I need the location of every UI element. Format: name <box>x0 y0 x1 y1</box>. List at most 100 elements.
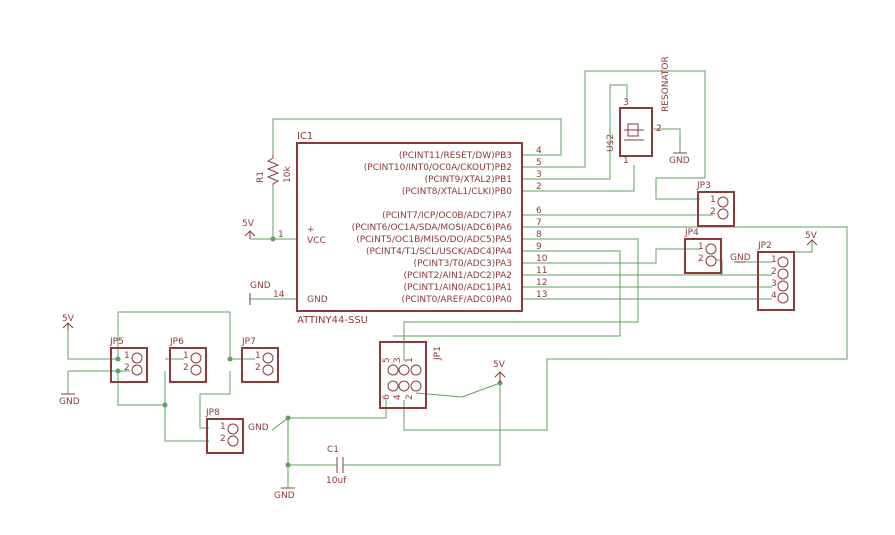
svg-text:1: 1 <box>124 351 130 361</box>
ic1-pin-num: 4 <box>536 146 542 156</box>
ic1-pin-num: 3 <box>536 170 542 180</box>
svg-text:1: 1 <box>710 195 716 205</box>
ic1-pin-label: (PCINT11/RESET/DW)PB3 <box>399 151 512 161</box>
ic1-pin-label: (PCINT5/OC1B/MISO/DO/ADC5)PA5 <box>356 235 512 245</box>
ic1-pin-label: (PCINT0/AREF/ADC0)PA0 <box>401 295 512 305</box>
svg-text:1: 1 <box>771 255 777 265</box>
ic1-pin-label: (PCINT7/ICP/OC0B/ADC7)PA7 <box>382 211 512 221</box>
junctions <box>115 236 503 468</box>
svg-text:2: 2 <box>710 207 716 217</box>
svg-text:2: 2 <box>220 434 226 444</box>
net-wires <box>67 70 848 488</box>
jp1-name: JP1 <box>433 346 443 361</box>
gnd-symbol: GND <box>730 253 751 263</box>
ic1-pin-num: 11 <box>536 266 547 276</box>
v5-symbol: 5V <box>242 219 256 239</box>
v5-symbol: 5V <box>62 314 75 330</box>
jp3-name: JP3 <box>696 181 711 191</box>
c1-name: C1 <box>327 445 339 455</box>
gnd-symbol: GND <box>249 281 271 305</box>
jp2-header[interactable]: 1 2 3 4 JP2 <box>757 241 795 311</box>
gnd-symbol: GND <box>248 423 269 433</box>
ic1-pin-label: (PCINT2/AIN1/ADC2)PA2 <box>403 271 512 281</box>
svg-text:4: 4 <box>771 291 777 301</box>
svg-text:1: 1 <box>698 242 704 252</box>
svg-text:GND: GND <box>59 397 80 407</box>
svg-text:GND: GND <box>250 281 271 291</box>
jp1-header[interactable]: 5 3 1 6 4 2 JP1 <box>379 341 443 409</box>
c1-value: 10uf <box>326 476 347 486</box>
ic1-pin-label: (PCINT3/T0/ADC3)PA3 <box>414 259 512 269</box>
svg-text:5: 5 <box>382 357 392 363</box>
ic1-pin-num: 6 <box>536 206 542 216</box>
jp3-header[interactable]: 1 2 JP3 <box>696 181 735 227</box>
gnd-symbol: GND <box>274 487 295 501</box>
svg-text:GND: GND <box>248 423 269 433</box>
ic1-pin-num: 9 <box>536 242 542 252</box>
svg-text:2: 2 <box>183 363 189 373</box>
jp7-header[interactable]: 1 2 JP7 <box>241 337 279 383</box>
ic1-pin-gnd-num: 14 <box>273 290 285 300</box>
jp4-header[interactable]: 1 2 JP4 <box>684 228 722 274</box>
resonator-name: U$2 <box>606 134 616 152</box>
jp6-name: JP6 <box>169 337 184 347</box>
r1-resistor[interactable]: R1 10k <box>256 155 293 185</box>
jp2-name: JP2 <box>757 241 772 251</box>
jp5-header[interactable]: 1 2 JP5 <box>109 337 148 383</box>
svg-text:1: 1 <box>255 351 261 361</box>
svg-text:5V: 5V <box>805 231 818 241</box>
ic1-pin-num: 13 <box>536 290 547 300</box>
ic1-plus: + <box>307 225 315 235</box>
ic1-pin-num: 10 <box>536 254 548 264</box>
ic1-pin-num: 12 <box>536 278 547 288</box>
ic1-pin-label: (PCINT1/AIN0/ADC1)PA1 <box>403 283 512 293</box>
ic1-pin-num: 8 <box>536 230 542 240</box>
ic1-pin-label: (PCINT9/XTAL2)PB1 <box>425 175 512 185</box>
ic1-pin-num: 2 <box>536 182 542 192</box>
ic1-pin-vcc-num: 1 <box>278 230 284 240</box>
jp5-name: JP5 <box>109 337 124 347</box>
jp4-name: JP4 <box>684 228 699 238</box>
c1-capacitor[interactable]: C1 10uf <box>326 445 350 486</box>
svg-text:1: 1 <box>183 351 189 361</box>
ic1-part: ATTINY44-SSU <box>297 315 368 326</box>
svg-text:1: 1 <box>220 422 226 432</box>
ic1-name: IC1 <box>297 131 313 142</box>
v5-symbol: 5V <box>805 231 818 246</box>
jp6-header[interactable]: 1 2 JP6 <box>169 337 207 383</box>
svg-text:GND: GND <box>669 156 690 166</box>
svg-text:6: 6 <box>382 394 392 400</box>
jp8-name: JP8 <box>205 408 220 418</box>
ic1-pin-num: 7 <box>536 218 542 228</box>
r1-name: R1 <box>256 171 266 183</box>
svg-text:3: 3 <box>393 357 403 363</box>
svg-text:2: 2 <box>255 363 261 373</box>
ic1-gnd-label: GND <box>307 295 328 305</box>
svg-text:2: 2 <box>405 394 415 400</box>
ic1-pin-num: 5 <box>536 158 542 168</box>
svg-text:GND: GND <box>274 491 295 501</box>
svg-text:GND: GND <box>730 253 751 263</box>
ic1-pin-label: (PCINT4/T1/SCL/USCK/ADC4)PA4 <box>366 247 512 257</box>
ic1-vcc-label: VCC <box>307 236 326 246</box>
svg-text:2: 2 <box>698 254 704 264</box>
svg-text:2: 2 <box>124 363 130 373</box>
svg-text:5V: 5V <box>493 360 506 370</box>
power-symbols: 5V GND GND 5V GND 5V GND <box>59 152 818 501</box>
jp8-header[interactable]: 1 2 JP8 <box>205 408 244 454</box>
resonator-pin: 3 <box>623 98 629 108</box>
svg-text:5V: 5V <box>242 219 255 229</box>
jp7-name: JP7 <box>241 337 256 347</box>
ic1-pin-label: (PCINT6/OC1A/SDA/MOSI/ADC6)PA6 <box>352 223 513 233</box>
gnd-symbol: GND <box>59 393 80 407</box>
svg-text:5V: 5V <box>62 314 75 324</box>
ic1-pin-label: (PCINT8/XTAL1/CLKI)PB0 <box>402 187 513 197</box>
svg-text:4: 4 <box>393 394 403 400</box>
resonator-pin: 1 <box>623 156 629 166</box>
v5-symbol: 5V <box>493 360 506 383</box>
ic1-chip[interactable]: IC1 ATTINY44-SSU + VCC GND 1 14 (PCINT11… <box>273 131 548 326</box>
ic1-pin-label: (PCINT10/INT0/OC0A/CKOUT)PB2 <box>364 163 512 173</box>
resonator[interactable]: 3 2 1 U$2 RESONATOR <box>606 56 671 166</box>
svg-text:1: 1 <box>405 357 415 363</box>
